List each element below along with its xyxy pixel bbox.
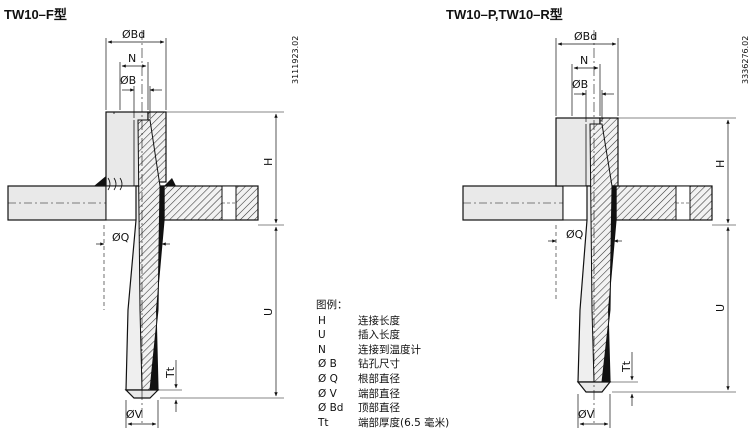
title-tw10-f: TW10–F型 — [4, 7, 67, 22]
left-thermowell-drawing: ØBd N ØB ØQ H U Tt ØV 3111923.02 — [7, 28, 300, 428]
right-thermowell-drawing: ØBd N ØB ØQ H U Tt ØV 3336276.02 — [462, 30, 750, 428]
left-dim-bd: ØBd — [122, 28, 145, 41]
legend-heading: 图例： — [316, 299, 348, 311]
right-dim-bd: ØBd — [574, 30, 597, 43]
legend-symbol: Ø Q — [318, 372, 338, 385]
left-dim-h: H — [262, 158, 275, 166]
legend-symbol: Ø B — [318, 358, 337, 371]
legend-description: 端部厚度(6.5 毫米) — [358, 416, 450, 429]
legend-row: Ø V 端部直径 — [316, 387, 449, 402]
legend-symbol: H — [318, 314, 326, 327]
legend-symbol: N — [318, 343, 326, 356]
legend-row: Ø Q 根部直径 — [316, 372, 449, 387]
legend-description: 插入长度 — [358, 329, 400, 342]
right-drawing-code: 3336276.02 — [741, 36, 750, 84]
left-dim-tt: Tt — [164, 366, 177, 379]
legend-description: 钻孔尺寸 — [358, 358, 400, 371]
right-dim-h: H — [714, 160, 727, 168]
right-dim-n: N — [580, 54, 588, 67]
legend-row: Ø Bd 顶部直径 — [316, 401, 449, 416]
legend-row: N 连接到温度计 — [316, 343, 449, 358]
right-dim-b: ØB — [572, 78, 588, 91]
legend-description: 连接到温度计 — [358, 343, 421, 356]
legend-symbol: Ø Bd — [318, 402, 344, 415]
legend-description: 顶部直径 — [358, 402, 400, 415]
title-tw10-p-r: TW10–P,TW10–R型 — [446, 7, 563, 22]
left-dim-b: ØB — [120, 74, 136, 87]
legend-description: 根部直径 — [358, 372, 400, 385]
legend: 图例： H 连接长度 U 插入长度 N 连接到温度计 Ø B 钻孔尺寸 Ø Q … — [316, 298, 449, 430]
right-dim-v: ØV — [578, 408, 595, 421]
left-dim-q: ØQ — [112, 231, 130, 244]
legend-row: Ø B 钻孔尺寸 — [316, 357, 449, 372]
right-dim-u: U — [714, 304, 727, 312]
legend-symbol: Ø V — [318, 387, 337, 400]
left-dim-u: U — [262, 308, 275, 316]
left-drawing-code: 3111923.02 — [291, 36, 300, 84]
legend-symbol: Tt — [318, 416, 329, 429]
left-dim-v: ØV — [126, 408, 143, 421]
legend-description: 端部直径 — [358, 387, 400, 400]
legend-row: U 插入长度 — [316, 328, 449, 343]
right-dim-q: ØQ — [566, 228, 584, 241]
left-flange-right — [163, 185, 259, 221]
legend-row: Tt 端部厚度(6.5 毫米) — [316, 416, 449, 431]
legend-description: 连接长度 — [358, 314, 400, 327]
left-dim-n: N — [128, 52, 136, 65]
legend-symbol: U — [318, 329, 326, 342]
right-flange-right — [615, 185, 713, 221]
legend-row: H 连接长度 — [316, 314, 449, 329]
right-dim-tt: Tt — [620, 360, 633, 373]
